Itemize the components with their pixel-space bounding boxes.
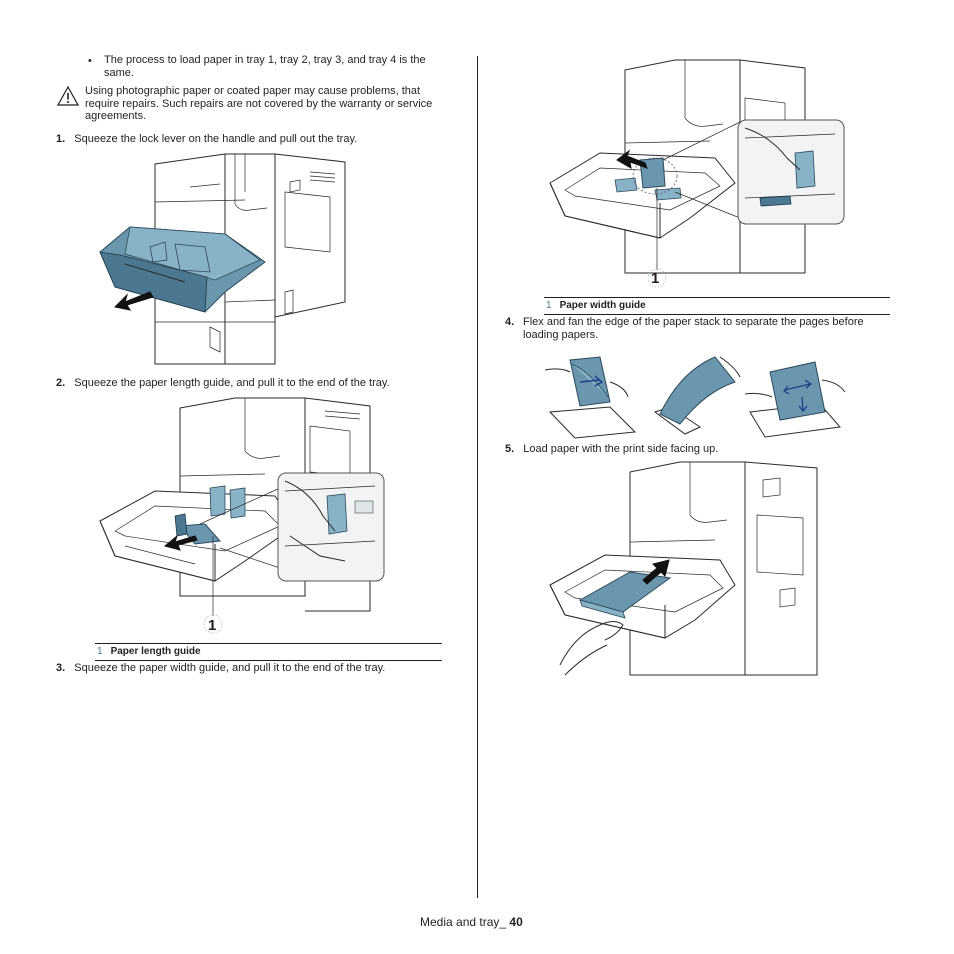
load-paper-illustration — [549, 461, 818, 676]
caption-number: 1 — [546, 300, 552, 311]
step-text: Squeeze the lock lever on the handle and… — [74, 133, 358, 145]
width-guide-illustration — [549, 59, 845, 288]
footer-section: Media and tray_ — [420, 915, 507, 929]
step-4: 4. Flex and fan the edge of the paper st… — [505, 316, 895, 341]
step-number: 3. — [56, 662, 66, 674]
step-text: Flex and fan the edge of the paper stack… — [523, 316, 864, 341]
caption-label: Paper length guide — [110, 646, 201, 657]
bullet-marker: • — [88, 55, 92, 67]
bullet-text: The process to load paper in tray 1, tra… — [104, 54, 426, 79]
step-text: Load paper with the print side facing up… — [523, 443, 719, 455]
tray-pull-illustration — [99, 153, 346, 365]
step-number: 4. — [505, 316, 515, 328]
callout-number: 1 — [651, 270, 660, 287]
page-number: 40 — [509, 915, 523, 929]
warning-triangle-icon — [56, 85, 80, 106]
caption-number: 1 — [97, 646, 103, 657]
step-text: Squeeze the paper width guide, and pull … — [74, 662, 386, 674]
step-number: 2. — [56, 377, 66, 389]
caption-label: Paper width guide — [559, 300, 646, 311]
caption-length-guide: 1 Paper length guide — [95, 643, 442, 661]
step-text: Squeeze the paper length guide, and pull… — [74, 377, 390, 389]
step-2: 2. Squeeze the paper length guide, and p… — [56, 377, 390, 390]
step-1: 1. Squeeze the lock lever on the handle … — [56, 133, 357, 146]
caption-width-guide: 1 Paper width guide — [544, 297, 890, 315]
fan-paper-illustration — [544, 356, 846, 439]
step-number: 5. — [505, 443, 515, 455]
step-number: 1. — [56, 133, 66, 145]
step-3: 3. Squeeze the paper width guide, and pu… — [56, 662, 385, 675]
length-guide-illustration — [99, 397, 385, 634]
step-5: 5. Load paper with the print side facing… — [505, 443, 718, 456]
caution-text: Using photographic paper or coated paper… — [85, 85, 433, 122]
callout-number: 1 — [208, 617, 217, 634]
column-divider — [477, 56, 478, 898]
page-footer: Media and tray_ 40 — [420, 916, 523, 929]
